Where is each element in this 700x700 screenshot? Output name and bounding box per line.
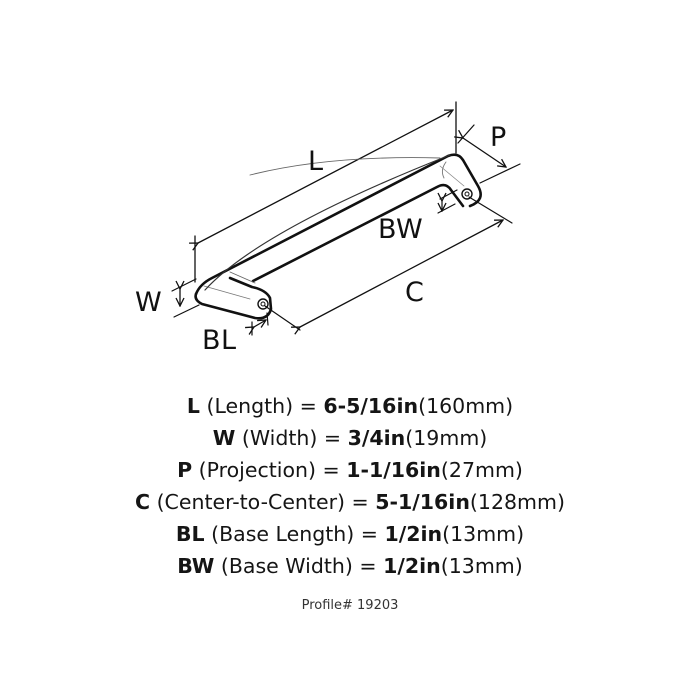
- handle-dimension-diagram: L P BW C W BL: [135, 101, 521, 356]
- spec-projection: P (Projection) = 1-1/16in(27mm): [177, 458, 523, 482]
- dimension-label-center-to-center: C: [405, 277, 425, 308]
- dimension-label-width: W: [135, 287, 163, 318]
- dimension-label-base-length: BL: [202, 325, 237, 356]
- dimension-label-projection: P: [490, 122, 507, 153]
- profile-number: Profile# 19203: [301, 598, 399, 613]
- specification-list: L (Length) = 6-5/16in(160mm) W (Width) =…: [0, 390, 700, 582]
- dimension-label-length: L: [308, 146, 324, 177]
- spec-base-length: BL (Base Length) = 1/2in(13mm): [175, 522, 525, 546]
- spec-width: W (Width) = 3/4in(19mm): [212, 426, 488, 450]
- cabinet-pull-drawing: [171, 101, 521, 336]
- spec-length: L (Length) = 6-5/16in(160mm): [186, 394, 514, 418]
- spec-center-to-center: C (Center-to-Center) = 5-1/16in(128mm): [134, 490, 565, 514]
- dimension-label-base-width: BW: [378, 214, 424, 245]
- spec-base-width: BW (Base Width) = 1/2in(13mm): [177, 554, 523, 578]
